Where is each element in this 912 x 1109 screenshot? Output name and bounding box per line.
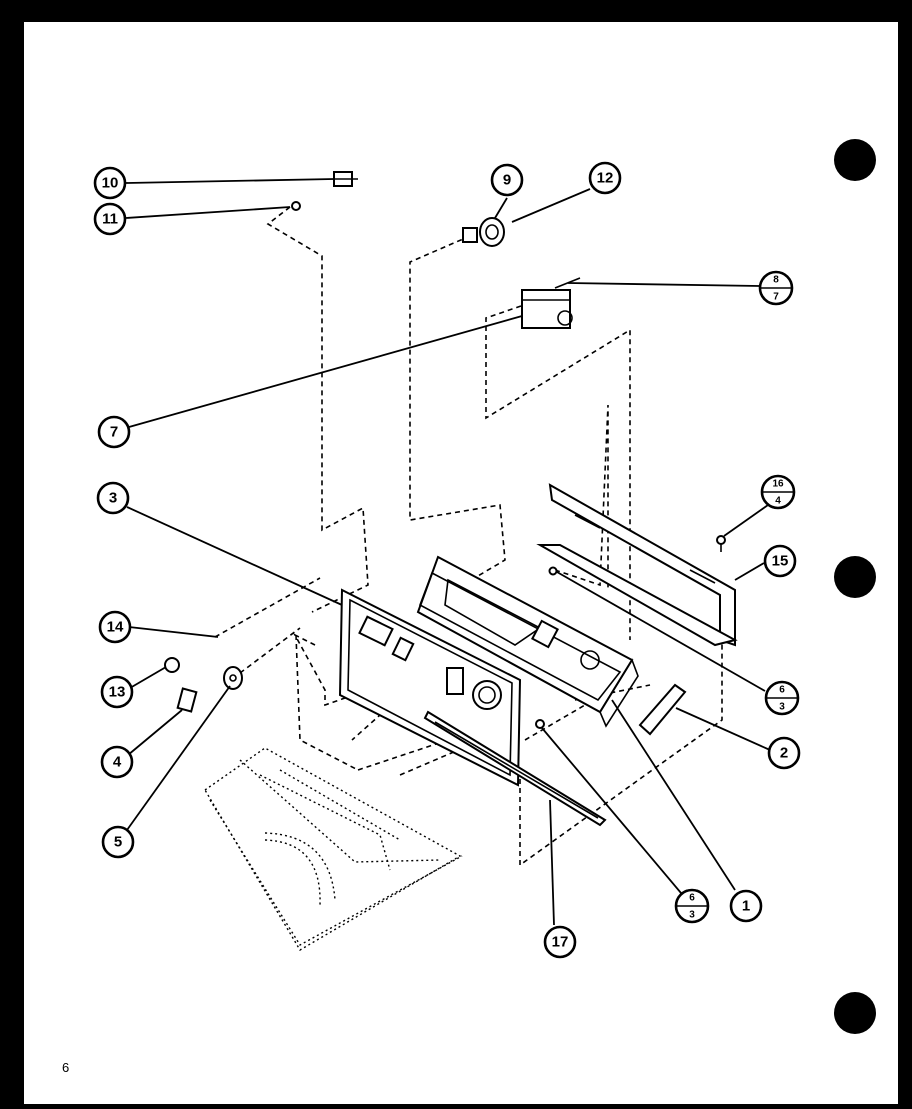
clip-part-10 xyxy=(333,171,358,187)
button-part-4 xyxy=(176,687,198,713)
knob-part-9 xyxy=(462,217,505,247)
svg-text:4: 4 xyxy=(775,496,781,507)
callout-10: 10 xyxy=(93,166,127,200)
svg-text:16: 16 xyxy=(772,479,784,490)
disc-part-5 xyxy=(223,666,243,690)
svg-text:3: 3 xyxy=(689,910,695,921)
callout-6-3-right: 6 3 xyxy=(764,680,800,716)
binder-hole-middle xyxy=(834,556,876,598)
screw-part-6-upper xyxy=(548,566,558,576)
svg-text:12: 12 xyxy=(597,170,614,187)
svg-text:3: 3 xyxy=(109,490,117,507)
paper-sheet xyxy=(24,22,898,1104)
svg-text:2: 2 xyxy=(780,745,788,762)
strip-part-17 xyxy=(423,710,607,827)
callout-12: 12 xyxy=(588,161,622,195)
trim-part-2 xyxy=(638,683,687,736)
timer-part-7 xyxy=(521,277,581,329)
callout-4: 4 xyxy=(100,745,134,779)
svg-text:14: 14 xyxy=(107,619,124,636)
svg-text:4: 4 xyxy=(113,754,122,771)
screw-part-11 xyxy=(291,201,301,211)
svg-text:6: 6 xyxy=(689,893,695,904)
svg-text:7: 7 xyxy=(110,424,118,441)
callout-9: 9 xyxy=(490,163,524,197)
callout-16-4: 16 4 xyxy=(760,474,796,510)
svg-text:10: 10 xyxy=(102,175,119,192)
svg-text:15: 15 xyxy=(772,553,789,570)
page-number: 6 xyxy=(62,1060,69,1075)
screw-part-6-lower xyxy=(535,719,545,729)
console-part-1 xyxy=(416,555,639,728)
callout-7: 7 xyxy=(97,415,131,449)
svg-text:6: 6 xyxy=(779,685,785,696)
callout-14: 14 xyxy=(98,610,132,644)
svg-text:3: 3 xyxy=(779,702,785,713)
binder-hole-bottom xyxy=(834,992,876,1034)
svg-text:17: 17 xyxy=(552,934,569,951)
cabinet-top-outline xyxy=(204,747,463,951)
grommet-part-13 xyxy=(164,657,180,673)
callout-17: 17 xyxy=(543,925,577,959)
control-panel-part-3 xyxy=(338,588,522,787)
bracket-part-15 xyxy=(536,483,738,647)
svg-text:1: 1 xyxy=(742,898,750,915)
callout-8-7: 8 7 xyxy=(758,270,794,306)
callout-15: 15 xyxy=(763,544,797,578)
callout-5: 5 xyxy=(101,825,135,859)
callout-2: 2 xyxy=(767,736,801,770)
svg-text:5: 5 xyxy=(114,834,122,851)
small-parts xyxy=(164,657,243,713)
binder-hole-top xyxy=(834,139,876,181)
svg-text:9: 9 xyxy=(503,172,511,189)
callout-3: 3 xyxy=(96,481,130,515)
svg-text:7: 7 xyxy=(773,292,779,303)
svg-text:8: 8 xyxy=(773,275,779,286)
callout-1: 1 xyxy=(729,889,763,923)
callout-13: 13 xyxy=(100,675,134,709)
svg-text:11: 11 xyxy=(102,211,118,228)
screw-part-16 xyxy=(716,535,726,552)
leader-lines xyxy=(125,178,771,926)
svg-text:13: 13 xyxy=(109,684,126,701)
callout-6-3-bottom: 6 3 xyxy=(674,888,710,924)
callout-11: 11 xyxy=(93,202,127,236)
